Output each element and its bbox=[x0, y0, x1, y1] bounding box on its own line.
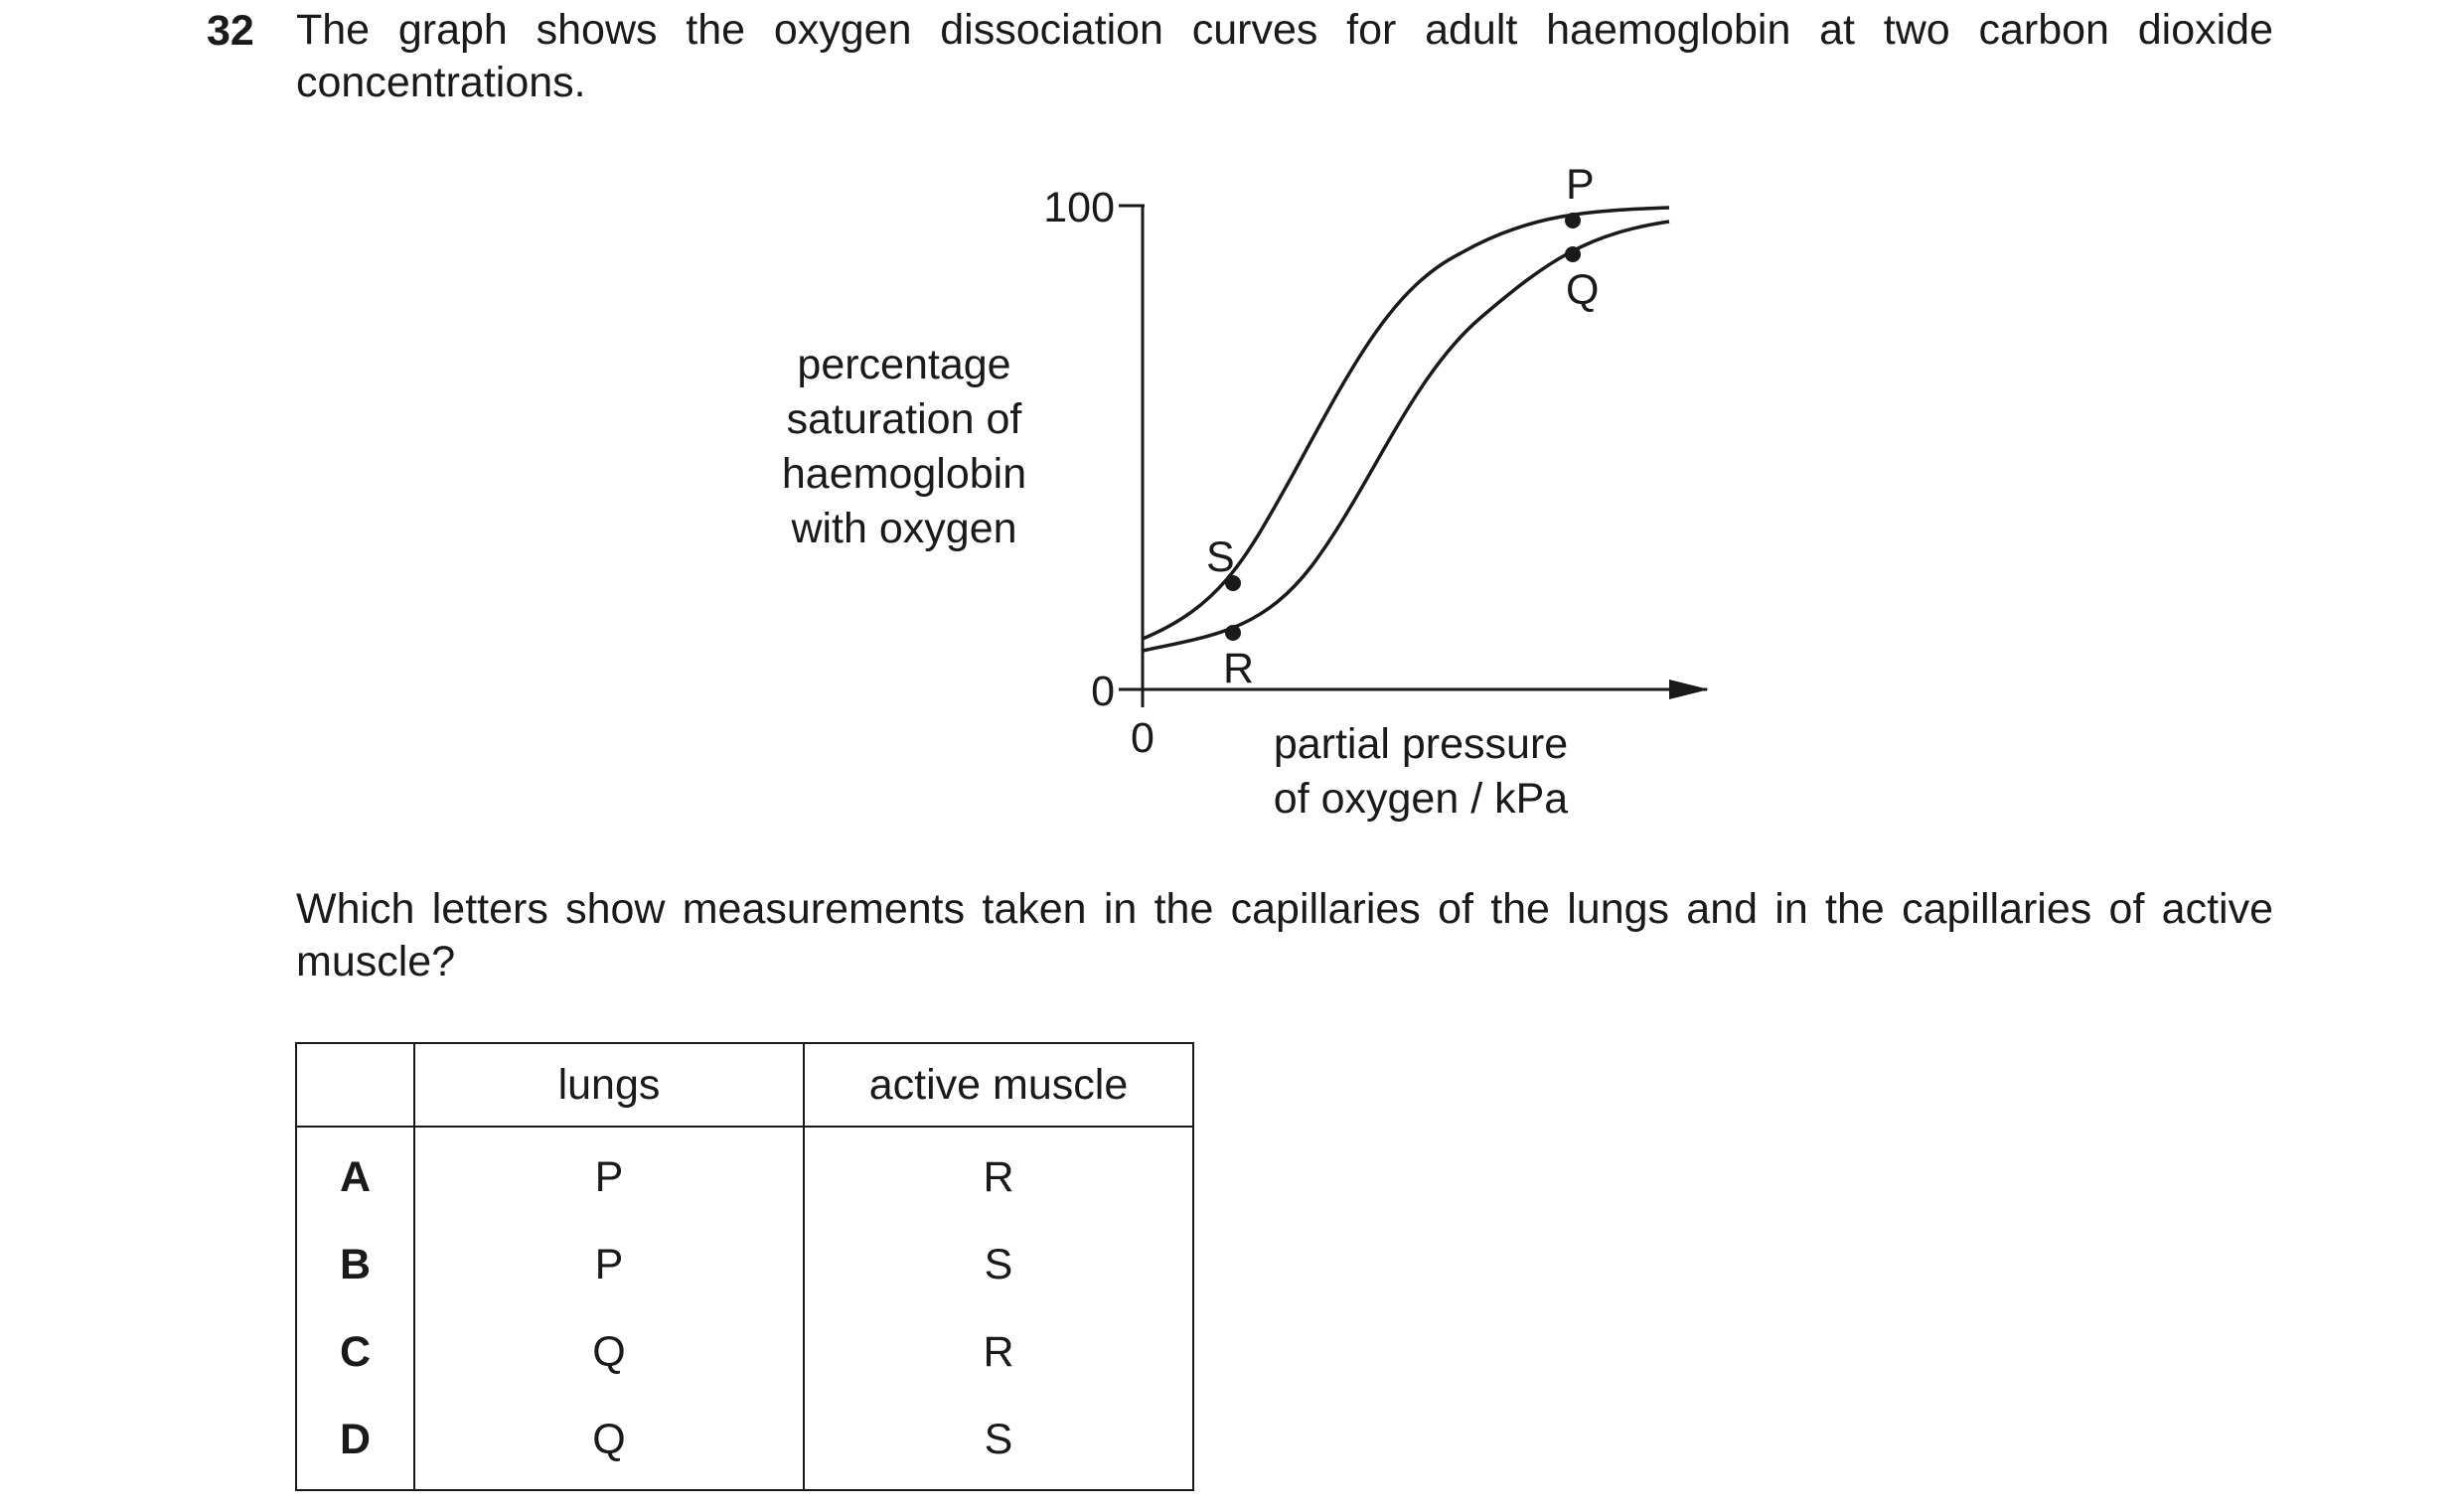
x-axis-label: partial pressure of oxygen / kPa bbox=[1143, 717, 1699, 827]
y-axis-label-line: saturation of bbox=[786, 395, 1022, 443]
point-p-label: P bbox=[1566, 161, 1595, 209]
y-axis-label: percentage saturation of haemoglobin wit… bbox=[695, 338, 1113, 556]
point-s-label: S bbox=[1206, 533, 1235, 581]
x-tick-origin-label: 0 bbox=[1131, 714, 1155, 762]
point-r-marker bbox=[1225, 625, 1241, 641]
option-letter: C bbox=[295, 1308, 415, 1396]
option-letter: A bbox=[295, 1127, 415, 1221]
y-tick-top-label: 100 bbox=[1043, 184, 1115, 231]
question-prompt: Which letters show measurements taken in… bbox=[296, 885, 2273, 985]
y-axis-label-line: with oxygen bbox=[791, 505, 1017, 552]
point-r-label: R bbox=[1223, 645, 1254, 692]
table-row[interactable]: B P S bbox=[295, 1221, 1194, 1308]
header-option bbox=[295, 1043, 415, 1128]
question-stem: The graph shows the oxygen dissociation … bbox=[296, 6, 2273, 106]
point-q-marker bbox=[1565, 246, 1581, 262]
point-p-marker bbox=[1565, 213, 1581, 228]
point-s-marker bbox=[1225, 575, 1241, 591]
lungs-cell: Q bbox=[413, 1396, 805, 1490]
x-axis-label-line: of oxygen / kPa bbox=[1273, 775, 1569, 823]
y-axis-label-line: haemoglobin bbox=[781, 450, 1027, 498]
question-number: 32 bbox=[207, 7, 254, 55]
option-letter: B bbox=[295, 1221, 415, 1308]
muscle-cell: S bbox=[803, 1221, 1194, 1308]
header-lungs: lungs bbox=[413, 1043, 805, 1128]
muscle-cell: R bbox=[803, 1127, 1194, 1221]
header-active-muscle: active muscle bbox=[803, 1043, 1194, 1128]
table-row[interactable]: C Q R bbox=[295, 1308, 1194, 1396]
table-row[interactable]: A P R bbox=[295, 1127, 1194, 1221]
lungs-cell: P bbox=[413, 1127, 805, 1221]
x-axis-label-line: partial pressure bbox=[1273, 720, 1569, 768]
y-tick-bottom-label: 0 bbox=[1091, 668, 1115, 715]
table-row[interactable]: D Q S bbox=[295, 1396, 1194, 1490]
lungs-cell: Q bbox=[413, 1308, 805, 1396]
oxygen-dissociation-graph: P Q S R 100 0 0 bbox=[1043, 161, 1709, 762]
curve-left bbox=[1142, 206, 1670, 641]
muscle-cell: S bbox=[803, 1396, 1194, 1490]
table-header-row: lungs active muscle bbox=[295, 1043, 1194, 1128]
option-letter: D bbox=[295, 1396, 415, 1490]
answer-options-table: lungs active muscle A P R B P S C Q R D … bbox=[295, 1042, 1194, 1491]
y-axis-label-line: percentage bbox=[797, 341, 1011, 388]
point-q-label: Q bbox=[1566, 266, 1599, 314]
muscle-cell: R bbox=[803, 1308, 1194, 1396]
lungs-cell: P bbox=[413, 1221, 805, 1308]
